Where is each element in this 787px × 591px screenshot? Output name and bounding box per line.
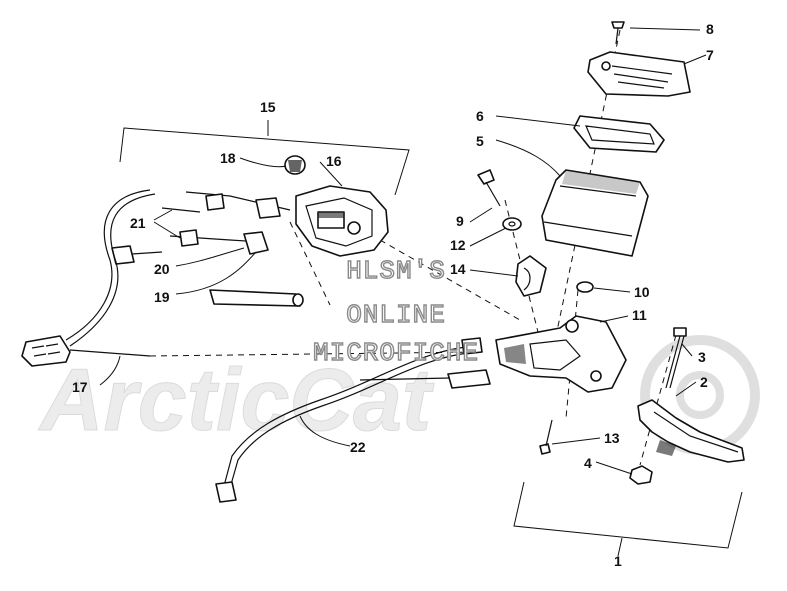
pivot-bolt (665, 327, 687, 389)
switch-screw (539, 419, 553, 455)
callout-4: 4 (584, 455, 592, 471)
watermark-line-1: HLSM'S (346, 256, 446, 286)
callout-labels: 1 2 3 4 5 6 7 8 9 10 11 12 13 14 15 16 1… (72, 21, 714, 569)
brake-lever (637, 399, 745, 463)
brake-lever-housing (495, 315, 627, 393)
cover-screw (611, 21, 625, 45)
watermark-line-3: MICROFICHE (313, 338, 479, 368)
callout-21: 21 (130, 215, 146, 231)
callout-6: 6 (476, 108, 484, 124)
heater-element (209, 289, 304, 307)
callout-19: 19 (154, 289, 170, 305)
callout-17: 17 (72, 379, 88, 395)
brake-hose (215, 337, 491, 503)
callout-9: 9 (456, 213, 464, 229)
switch-knob (284, 155, 306, 175)
watermark-line-2: ONLINE (346, 300, 446, 330)
callout-1: 1 (614, 553, 622, 569)
callout-10: 10 (634, 284, 650, 300)
lever-nut (629, 465, 653, 485)
callout-20: 20 (154, 261, 170, 277)
clamp-bolt (477, 169, 501, 207)
brand-watermark: ArcticCat (38, 335, 760, 455)
watermark-hub-icon (676, 371, 724, 419)
o-ring (576, 281, 594, 293)
callout-22: 22 (350, 439, 366, 455)
callout-3: 3 (698, 349, 706, 365)
callout-8: 8 (706, 21, 714, 37)
callout-18: 18 (220, 150, 236, 166)
group-bracket-1 (513, 481, 743, 557)
diaphragm-gasket (573, 115, 665, 153)
callout-13: 13 (604, 430, 620, 446)
switch-housing (295, 185, 389, 257)
switch-cable (21, 189, 156, 367)
callout-16: 16 (326, 153, 342, 169)
leader-lines (99, 27, 707, 475)
callout-5: 5 (476, 133, 484, 149)
group-bracket-15 (119, 120, 410, 196)
callout-15: 15 (260, 99, 276, 115)
callout-14: 14 (450, 261, 466, 277)
callout-12: 12 (450, 237, 466, 253)
handlebar-clamp (515, 255, 547, 297)
callout-11: 11 (632, 307, 647, 323)
reservoir-cover (587, 51, 691, 97)
wiring-harness (111, 191, 291, 265)
callout-2: 2 (700, 374, 708, 390)
callout-7: 7 (706, 47, 714, 63)
site-watermark: HLSM'S ONLINE MICROFICHE (312, 255, 479, 368)
watermark-logo: ArcticCat (38, 350, 435, 449)
washer (502, 217, 522, 231)
master-cylinder-reservoir (541, 169, 649, 257)
